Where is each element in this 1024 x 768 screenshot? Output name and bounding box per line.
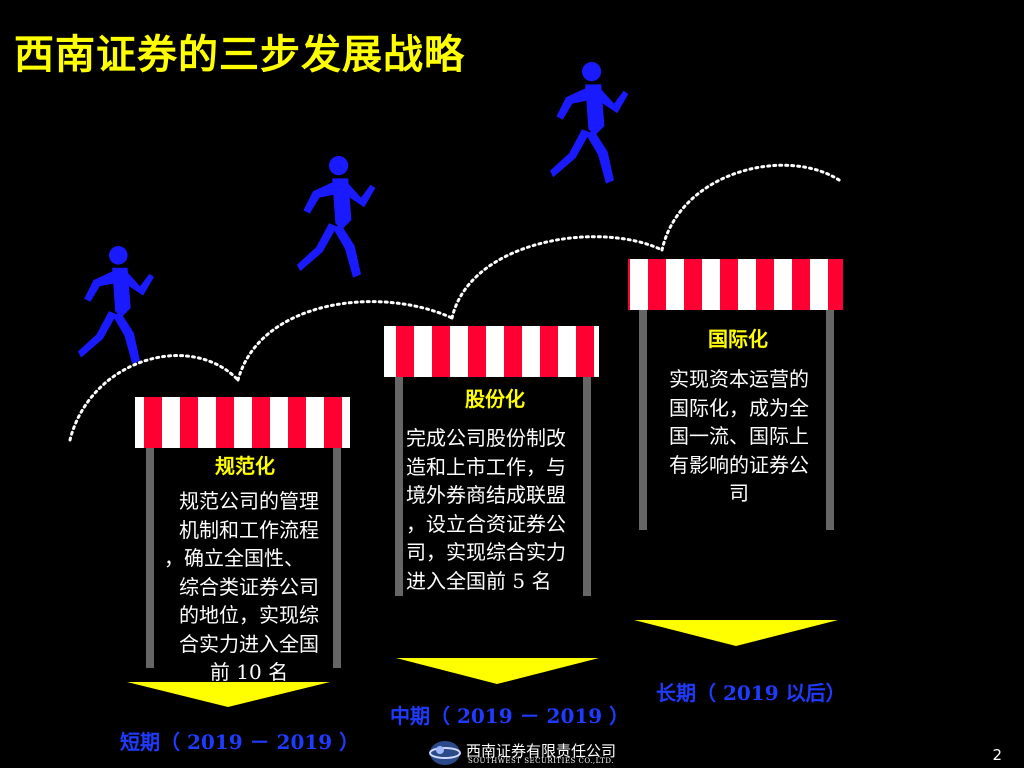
runner-icon	[78, 62, 628, 364]
stage-1-description: 规范公司的管理 机制和工作流程 ，确立全国性、 综合类证券公司 的地位，实现综 …	[164, 487, 334, 687]
barrier-icon	[384, 326, 599, 377]
desc-line: 实现资本运营的	[654, 365, 824, 394]
arrow-icon	[396, 658, 599, 684]
desc-line: 国一流、国际上	[654, 422, 824, 451]
desc-line: 进入全国前 5 名	[406, 567, 586, 596]
desc-line: 的地位，实现综	[164, 601, 334, 630]
desc-line: 合实力进入全国	[164, 630, 334, 659]
desc-line: ，确立全国性、	[164, 544, 334, 573]
stage-2-description: 完成公司股份制改 造和上市工作，与 境外券商结成联盟 ，设立合资证券公 司，实现…	[406, 424, 586, 595]
desc-line: 机制和工作流程	[164, 516, 334, 545]
barrier-icon	[628, 259, 843, 310]
desc-line: 造和上市工作，与	[406, 453, 586, 482]
desc-line: 境外券商结成联盟	[406, 481, 586, 510]
barrier-icon	[135, 397, 350, 448]
arrow-icon	[634, 620, 838, 646]
page-number: 2	[992, 746, 1002, 764]
desc-line: 规范公司的管理	[164, 487, 334, 516]
company-logo: 西南证券有限责任公司 SOUTHWEST SECURITIES CO.,LTD.	[428, 738, 638, 768]
desc-line: 司，实现综合实力	[406, 538, 586, 567]
desc-line: 有影响的证券公	[654, 451, 824, 480]
stage-3-period: 长期（ 2019 以后）	[656, 677, 846, 706]
desc-line: ，设立合资证券公	[406, 510, 586, 539]
desc-line: 国际化，成为全	[654, 394, 824, 423]
globe-logo-icon	[428, 738, 462, 768]
desc-line: 司	[654, 479, 824, 508]
stage-2-period: 中期（ 2019 － 2019 ）	[390, 700, 629, 729]
stage-2-name: 股份化	[420, 383, 570, 412]
stage-1-name: 规范化	[170, 450, 320, 479]
company-name-en: SOUTHWEST SECURITIES CO.,LTD.	[468, 757, 614, 765]
desc-line: 完成公司股份制改	[406, 424, 586, 453]
desc-line: 综合类证券公司	[164, 573, 334, 602]
stage-3-name: 国际化	[663, 323, 813, 352]
stage-3-description: 实现资本运营的 国际化，成为全 国一流、国际上 有影响的证券公 司	[654, 365, 824, 508]
stage-1-period: 短期（ 2019 － 2019 ）	[120, 726, 359, 755]
desc-line: 前 10 名	[164, 658, 334, 687]
